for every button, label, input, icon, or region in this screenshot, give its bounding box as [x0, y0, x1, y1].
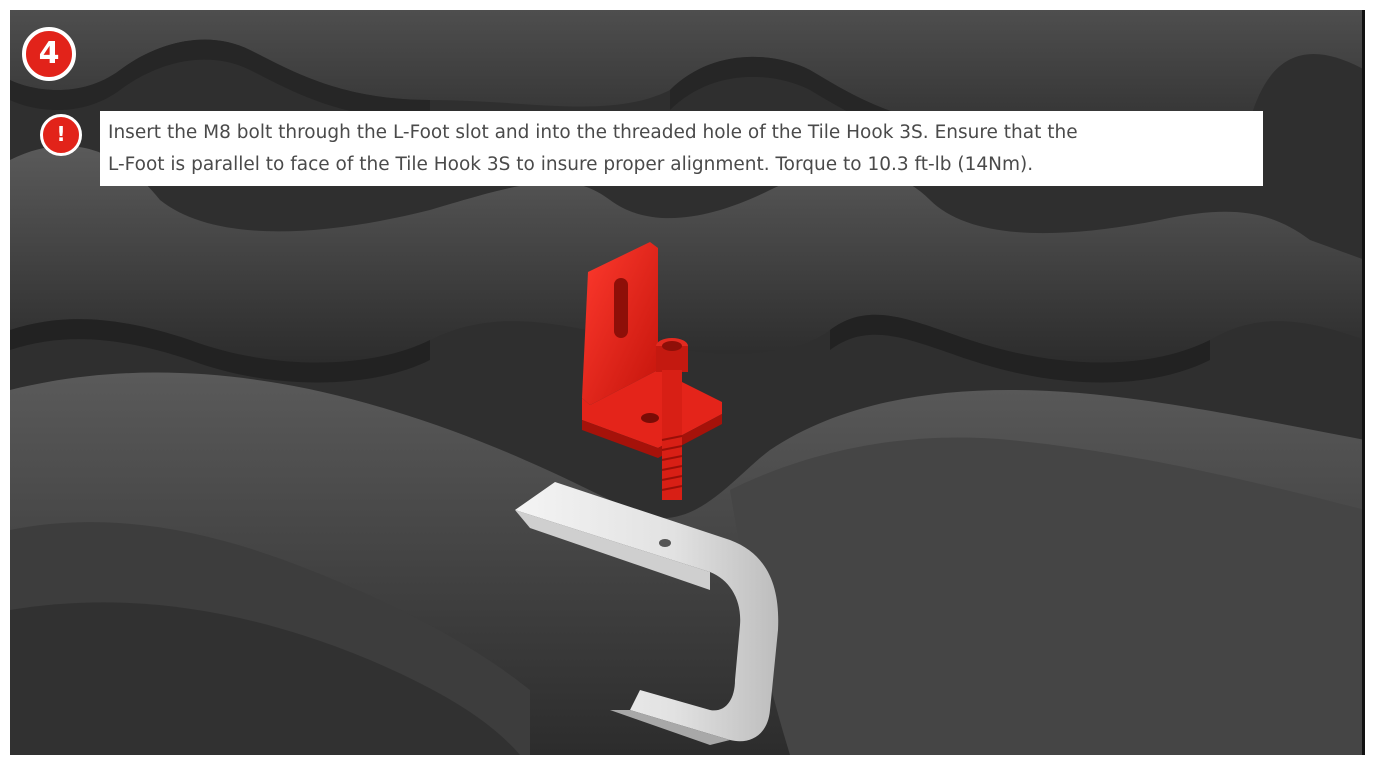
instruction-line-2: L-Foot is parallel to face of the Tile H…	[108, 149, 1263, 181]
exclamation-icon: !	[40, 114, 82, 156]
instruction-text-box: Insert the M8 bolt through the L-Foot sl…	[100, 111, 1263, 186]
step-number-badge: 4	[22, 27, 76, 81]
instruction-line-1: Insert the M8 bolt through the L-Foot sl…	[108, 117, 1263, 149]
step-number: 4	[39, 36, 60, 71]
